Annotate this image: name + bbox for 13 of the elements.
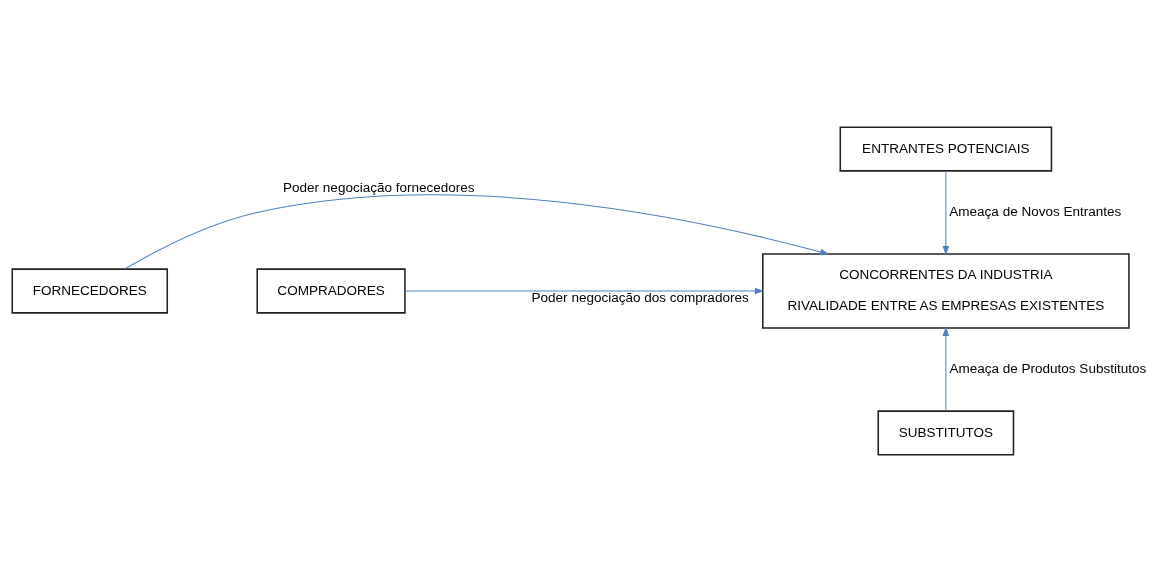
node-box: CONCORRENTES DA INDUSTRIA RIVALIDADE ENTRE AS EMPRESAS EXISTENTES bbox=[762, 252, 1130, 329]
arrow bbox=[942, 170, 950, 255]
edge-label: Ameaça de Produtos Substitutos bbox=[949, 360, 1147, 376]
arrow bbox=[404, 287, 765, 294]
edge-label: Ameaça de Novos Entrantes bbox=[949, 203, 1122, 219]
edge-label: Poder negociação dos compradores bbox=[531, 289, 749, 305]
node-box: SUBSTITUTOS bbox=[877, 409, 1015, 456]
arrow bbox=[124, 194, 830, 270]
node-box: ENTRANTES POTENCIAIS bbox=[839, 125, 1053, 172]
node-box: COMPRADORES bbox=[256, 267, 406, 314]
node-box: FORNECEDORES bbox=[11, 267, 168, 314]
edge-label: Poder negociação fornecedores bbox=[283, 179, 475, 195]
arrow bbox=[942, 326, 950, 411]
